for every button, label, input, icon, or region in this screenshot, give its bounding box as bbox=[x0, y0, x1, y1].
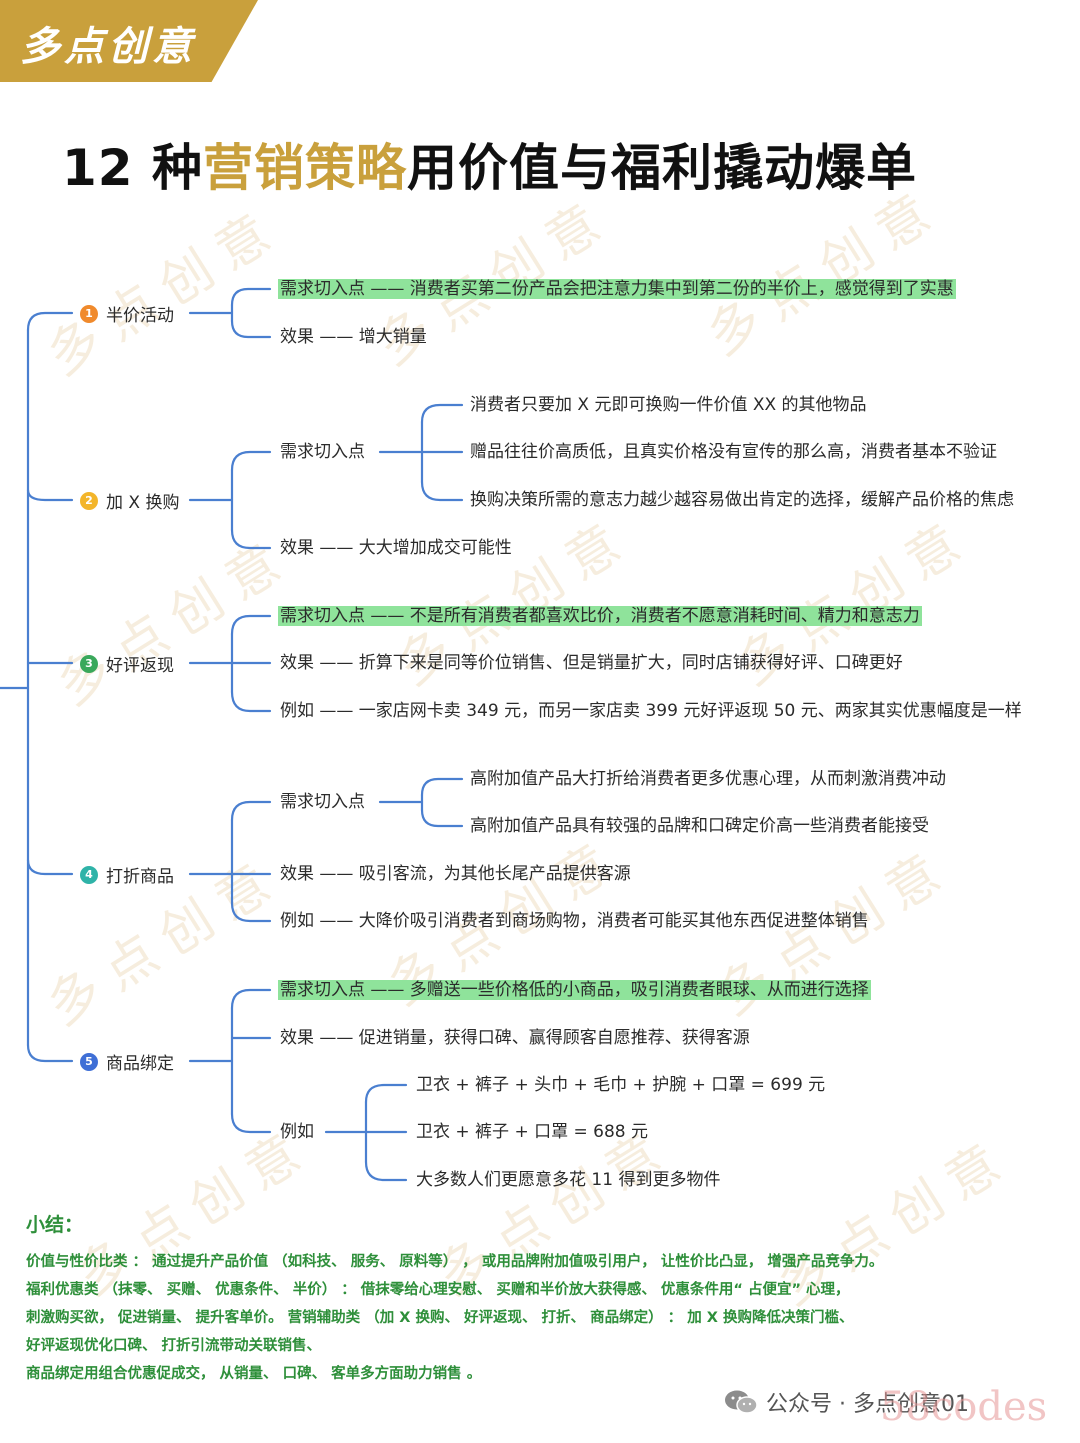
branch-4-label: 打折商品 bbox=[106, 867, 174, 887]
branch-3-node: 3 好评返现 bbox=[80, 651, 174, 676]
leaf-text-highlighted: 需求切入点 —— 多赠送一些价格低的小商品，吸引消费者眼球、从而进行选择 bbox=[278, 980, 871, 1000]
branch-1-label: 半价活动 bbox=[106, 306, 174, 326]
branch-3-link bbox=[230, 614, 272, 636]
sub-leaf-text: 赠品往往价高质低，且真实价格没有宣传的那么高，消费者基本不验证 bbox=[470, 442, 997, 462]
branch-5-number-badge: 5 bbox=[80, 1052, 98, 1071]
branch-4-number-badge: 4 bbox=[80, 865, 98, 884]
branch-2-sub-link bbox=[420, 403, 464, 424]
leaf-text: 效果 —— 增大销量 bbox=[280, 327, 427, 347]
leaf-text: 效果 —— 促进销量，获得口碑、赢得顾客自愿推荐、获得客源 bbox=[280, 1028, 750, 1048]
branch-1-node: 1 半价活动 bbox=[80, 301, 174, 326]
leaf-text: 需求切入点 bbox=[280, 792, 365, 812]
sub-leaf-text: 换购决策所需的意志力越少越容易做出肯定的选择，缓解产品价格的焦虑 bbox=[470, 490, 1014, 510]
title-highlight: 营销策略 bbox=[203, 139, 407, 197]
leaf-text-highlighted: 需求切入点 —— 不是所有消费者都喜欢比价，消费者不愿意消耗时间、精力和意志力 bbox=[278, 606, 922, 626]
leaf-text: 例如 —— 大降价吸引消费者到商场购物，消费者可能买其他东西促进整体销售 bbox=[280, 911, 869, 931]
branch-3-link bbox=[230, 690, 272, 713]
branch-2-sub-link bbox=[420, 480, 464, 502]
branch-2-link bbox=[230, 450, 272, 472]
leaf-text: 效果 —— 折算下来是同等价位销售、但是销量扩大，同时店铺获得好评、口碑更好 bbox=[280, 653, 903, 673]
summary-line: 好评返现优化口碑、 打折引流带动关联销售、 bbox=[26, 1338, 322, 1354]
trunk-link-4 bbox=[26, 858, 74, 876]
branch-1-link bbox=[230, 319, 272, 339]
sub-leaf-text: 大多数人们更愿意多花 11 得到更多物件 bbox=[416, 1170, 721, 1190]
leaf-text: 例如 bbox=[280, 1122, 314, 1142]
footer-account-label: 公众号 · 多点创意01 bbox=[766, 1392, 969, 1417]
branch-4-sub-link bbox=[420, 777, 464, 797]
summary-line: 福利优惠类 （抹零、 买赠、 优惠条件、 半价） ： 借抹零给心理安慰、 买赠和… bbox=[26, 1282, 850, 1298]
branch-1-number-badge: 1 bbox=[80, 304, 98, 323]
sub-leaf-text: 卫衣 + 裤子 + 头巾 + 毛巾 + 护腕 + 口罩 = 699 元 bbox=[416, 1075, 826, 1095]
leaf-text-highlighted: 需求切入点 —— 消费者买第二份产品会把注意力集中到第二份的半价上，感觉得到了实… bbox=[278, 279, 956, 299]
title-suffix: 用价值与福利撬动爆单 bbox=[407, 139, 917, 197]
branch-3-number-badge: 3 bbox=[80, 654, 98, 673]
leaf-text: 需求切入点 —— 不是所有消费者都喜欢比价，消费者不愿意消耗时间、精力和意志力 bbox=[278, 604, 922, 628]
summary-line: 刺激购买欲， 促进销量、 提升客单价。 营销辅助类 （加 X 换购、 好评返现、… bbox=[26, 1310, 854, 1326]
site-watermark: 58codes bbox=[880, 1384, 1048, 1430]
branch-5-link bbox=[230, 1112, 272, 1134]
branch-5-label: 商品绑定 bbox=[106, 1054, 174, 1074]
branch-1-link bbox=[230, 287, 272, 307]
branch-4-node: 4 打折商品 bbox=[80, 862, 174, 887]
branch-2-number-badge: 2 bbox=[80, 491, 98, 510]
branch-2-node: 2 加 X 换购 bbox=[80, 488, 179, 513]
branch-5-sub-link bbox=[364, 1083, 408, 1104]
summary-body: 价值与性价比类 ： 通过提升产品价值 （如科技、 服务、 原料等） ， 或用品牌… bbox=[26, 1248, 1056, 1388]
trunk-link-2 bbox=[26, 488, 74, 502]
summary-line: 价值与性价比类 ： 通过提升产品价值 （如科技、 服务、 原料等） ， 或用品牌… bbox=[26, 1254, 884, 1270]
sub-leaf-text: 高附加值产品大打折给消费者更多优惠心理，从而刺激消费冲动 bbox=[470, 769, 946, 789]
brand-logo: 多点创意 bbox=[20, 23, 196, 70]
summary-title: 小结： bbox=[26, 1214, 84, 1236]
leaf-text: 需求切入点 —— 多赠送一些价格低的小商品，吸引消费者眼球、从而进行选择 bbox=[278, 978, 871, 1002]
leaf-text: 需求切入点 bbox=[280, 442, 365, 462]
branch-4-link bbox=[230, 901, 272, 923]
wechat-icon bbox=[725, 1390, 758, 1414]
branch-2-label: 加 X 换购 bbox=[106, 493, 180, 513]
branch-3-label: 好评返现 bbox=[106, 656, 174, 676]
page-title: 12 种营销策略用价值与福利撬动爆单 bbox=[62, 128, 917, 200]
trunk-link-1 bbox=[26, 311, 74, 332]
leaf-text: 需求切入点 —— 消费者买第二份产品会把注意力集中到第二份的半价上，感觉得到了实… bbox=[278, 277, 956, 301]
sub-leaf-text: 消费者只要加 X 元即可换购一件价值 XX 的其他物品 bbox=[470, 395, 867, 415]
branch-4-sub-link bbox=[420, 808, 464, 828]
branch-4-link bbox=[230, 800, 272, 822]
branch-5-node: 5 商品绑定 bbox=[80, 1049, 174, 1074]
summary-line: 商品绑定用组合优惠促成交， 从销量、 口碑、 客单多方面助力销售 。 bbox=[26, 1366, 482, 1382]
leaf-text: 效果 —— 吸引客流，为其他长尾产品提供客源 bbox=[280, 864, 631, 884]
sub-leaf-text: 高附加值产品具有较强的品牌和口碑定价高一些消费者能接受 bbox=[470, 816, 929, 836]
title-prefix: 12 种 bbox=[62, 139, 203, 197]
footer-account: 公众号 · 多点创意01 bbox=[724, 1386, 969, 1418]
branch-5-link bbox=[230, 988, 272, 1010]
trunk-link-5 bbox=[26, 1043, 74, 1063]
branch-5-sub-link bbox=[364, 1160, 408, 1182]
sub-leaf-text: 卫衣 + 裤子 + 口罩 = 688 元 bbox=[416, 1122, 649, 1142]
leaf-text: 例如 —— 一家店网卡卖 349 元，而另一家店卖 399 元好评返现 50 元… bbox=[280, 701, 1022, 721]
brand-tag bbox=[0, 0, 258, 82]
leaf-text: 效果 —— 大大增加成交可能性 bbox=[280, 538, 512, 558]
branch-2-link bbox=[230, 528, 272, 550]
